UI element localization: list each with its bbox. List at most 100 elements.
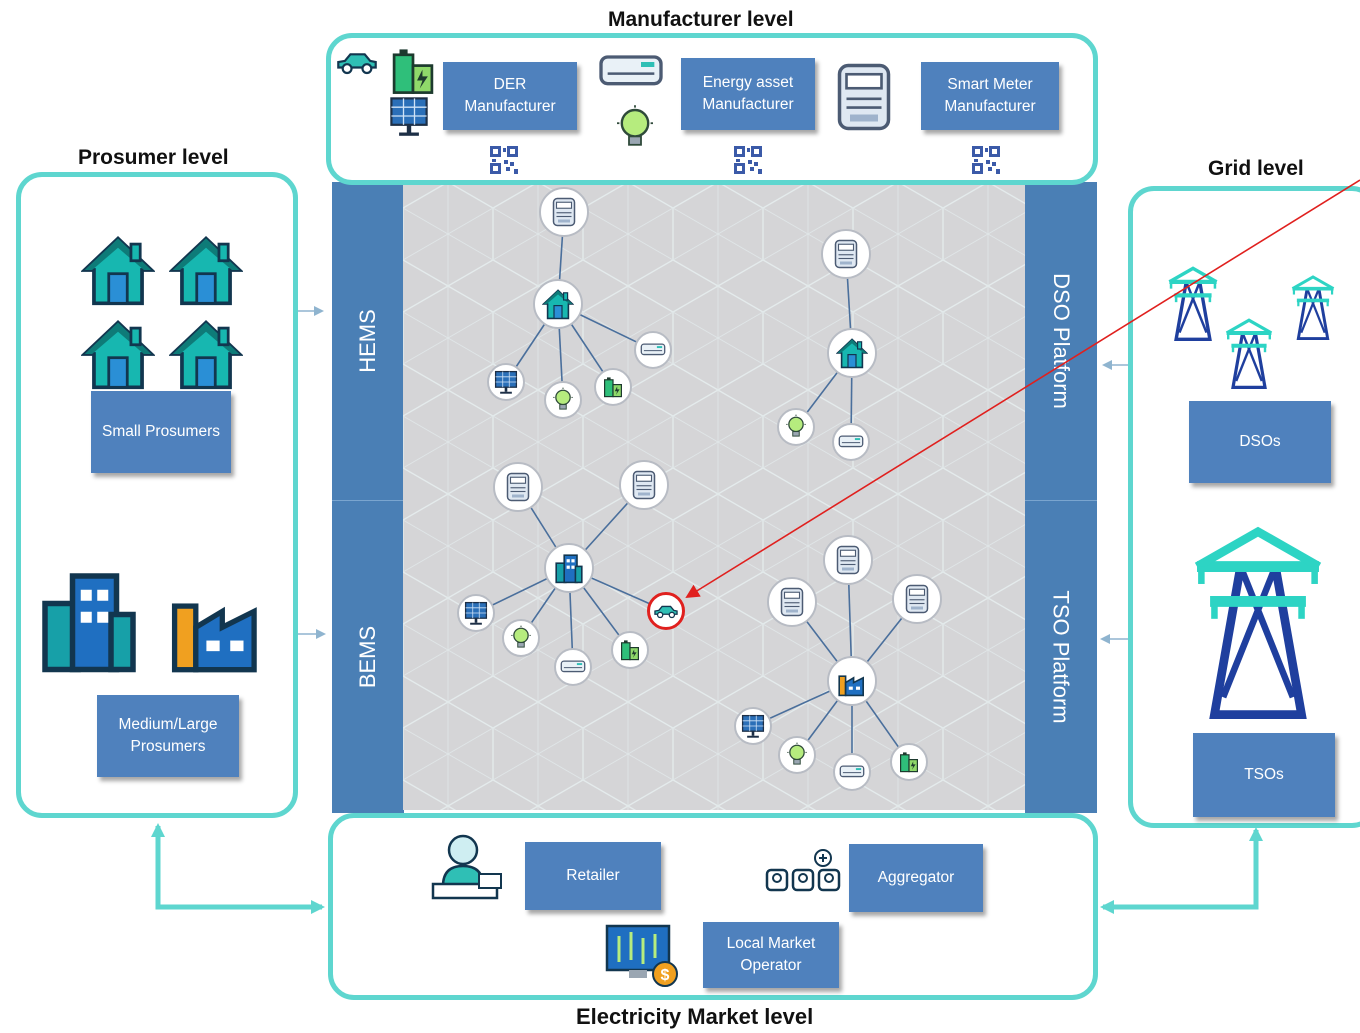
air-conditioner-icon — [839, 764, 865, 780]
solar-node — [734, 707, 772, 745]
smart-meter-icon — [833, 545, 863, 575]
electric-car-node — [647, 592, 685, 630]
battery-node — [594, 368, 632, 406]
bulb-node — [544, 381, 582, 419]
svg-text:$: $ — [661, 967, 670, 984]
qr-code-icon — [971, 145, 1001, 175]
smart-meter-icon — [629, 470, 659, 500]
tso-platform-label: TSO Platform — [1049, 590, 1074, 724]
battery-icon — [386, 44, 440, 98]
transmission-tower-icon — [1183, 523, 1333, 719]
dso-platform: DSO Platform — [1025, 182, 1097, 500]
bulb-node — [502, 619, 540, 657]
market-screen-icon: $ — [605, 924, 678, 987]
light-bulb-icon — [611, 104, 659, 152]
smart-meter-icon — [503, 472, 533, 502]
battery-icon — [601, 375, 625, 399]
house-icon — [542, 288, 574, 320]
air-conditioner-icon — [838, 434, 864, 450]
network-area — [403, 182, 1025, 810]
house-icon — [81, 233, 155, 307]
office-building-icon — [29, 565, 149, 675]
grid-frame: DSOs TSOs — [1128, 186, 1360, 828]
hems-label: HEMS — [355, 309, 380, 373]
smart-meter-icon — [831, 239, 861, 269]
light-bulb-icon — [784, 742, 810, 768]
office-building-icon — [553, 552, 585, 584]
der-manufacturer-box: DER Manufacturer — [443, 62, 577, 130]
bems-platform: BEMS — [332, 500, 404, 813]
smart-meter-node — [619, 460, 669, 510]
aggregator-box: Aggregator — [849, 844, 983, 912]
dso-platform-label: DSO Platform — [1049, 273, 1075, 409]
energy-asset-manufacturer-box: Energy asset Manufacturer — [681, 58, 815, 130]
tsos-box: TSOs — [1193, 733, 1335, 817]
electric-car-icon — [335, 48, 379, 76]
battery-node — [890, 743, 928, 781]
smart-meter-node — [892, 574, 942, 624]
local-market-operator-box: Local Market Operator — [703, 922, 839, 988]
prosumer-frame: Small Prosumers Medium/Large Prosumers — [16, 172, 298, 818]
smart-meter-icon — [777, 587, 807, 617]
air-conditioner-icon — [585, 52, 677, 92]
factory-icon — [836, 665, 868, 697]
smart-meter-node — [767, 577, 817, 627]
electric-car-icon — [653, 603, 679, 619]
qr-code-icon — [733, 145, 763, 175]
qr-code-icon — [489, 145, 519, 175]
house-icon — [81, 317, 155, 391]
battery-node — [611, 631, 649, 669]
retailer-box: Retailer — [525, 842, 661, 910]
solar-panel-icon — [740, 713, 766, 739]
factory-icon — [153, 569, 281, 675]
smart-meter-node — [493, 462, 543, 512]
market-frame: Retailer Aggregator $ Local Market Opera… — [328, 813, 1098, 1000]
bems-label: BEMS — [354, 625, 380, 689]
smart-meter-icon — [829, 62, 899, 132]
solar-panel-icon — [493, 369, 519, 395]
smart-meter-manufacturer-box: Smart Meter Manufacturer — [921, 62, 1059, 130]
light-bulb-icon — [550, 387, 576, 413]
operator-icon — [431, 834, 502, 900]
light-bulb-icon — [508, 625, 534, 651]
bulb-node — [778, 736, 816, 774]
factory-node — [827, 656, 877, 706]
solar-panel-icon — [463, 600, 489, 626]
air-conditioner-icon — [560, 659, 586, 675]
smart-meter-node — [821, 229, 871, 279]
solar-panel-icon — [387, 94, 431, 138]
battery-icon — [897, 750, 921, 774]
house-icon — [169, 317, 243, 391]
hems-platform: HEMS — [332, 182, 404, 500]
ac-node — [833, 753, 871, 791]
house-icon — [836, 337, 868, 369]
battery-icon — [618, 638, 642, 662]
smart-meter-node — [823, 535, 873, 585]
small-prosumers-box: Small Prosumers — [91, 391, 231, 473]
manufacturer-level-heading: Manufacturer level — [608, 8, 794, 31]
solar-node — [457, 594, 495, 632]
smart-meter-node — [539, 187, 589, 237]
transmission-tower-icon — [1167, 265, 1219, 341]
bulb-node — [777, 408, 815, 446]
prosumer-level-heading: Prosumer level — [78, 146, 229, 169]
ac-node — [554, 648, 592, 686]
solar-node — [487, 363, 525, 401]
transmission-tower-icon — [1225, 315, 1273, 391]
ac-node — [634, 331, 672, 369]
house-node — [533, 279, 583, 329]
house-icon — [169, 233, 243, 307]
transmission-tower-icon — [1291, 271, 1335, 343]
dsos-box: DSOs — [1189, 401, 1331, 483]
market-level-heading: Electricity Market level — [576, 1004, 814, 1029]
office-node — [544, 543, 594, 593]
smart-meter-icon — [549, 197, 579, 227]
smart-meter-icon — [902, 584, 932, 614]
house-node — [827, 328, 877, 378]
grid-level-heading: Grid level — [1208, 157, 1304, 180]
manufacturer-frame: DER Manufacturer Energy asset Manufactur… — [326, 33, 1098, 185]
user-group-icon — [765, 849, 841, 892]
light-bulb-icon — [783, 414, 809, 440]
ac-node — [832, 423, 870, 461]
medium-large-prosumers-box: Medium/Large Prosumers — [97, 695, 239, 777]
